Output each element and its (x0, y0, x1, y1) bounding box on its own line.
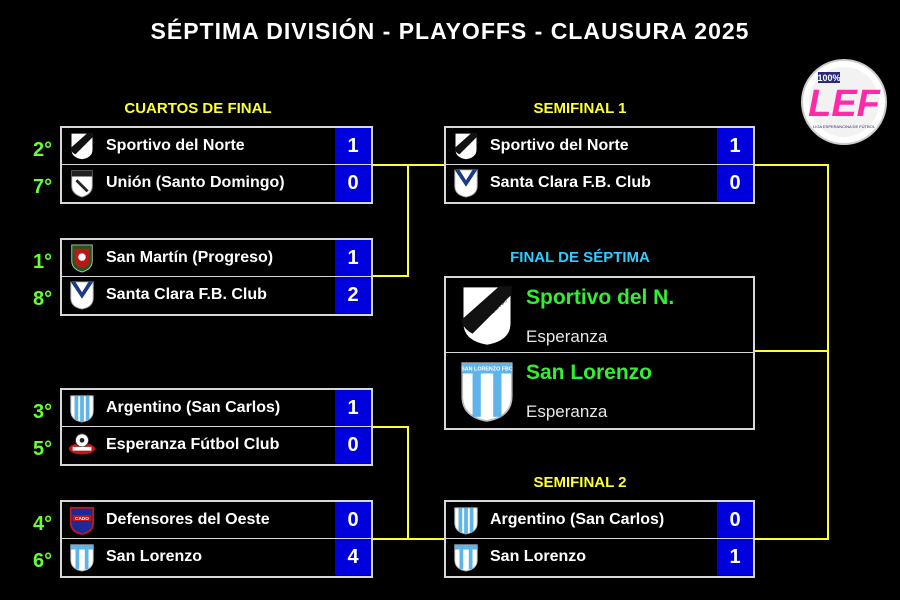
team-row: Unión (Santo Domingo) 0 (62, 165, 371, 201)
row-divider (62, 426, 371, 427)
final-team-name: San Lorenzo (526, 361, 653, 384)
lef-logo-caption: LIGA ESPERANCINA DE FÚTBOL (813, 124, 876, 129)
team-name: Unión (Santo Domingo) (106, 174, 285, 191)
lef-logo-badge: 100% (817, 73, 840, 83)
team-score: 1 (335, 240, 371, 276)
quarterfinal-match-3[interactable]: Argentino (San Carlos) 1 Esperanza Fútbo… (60, 388, 373, 466)
team-row: San Lorenzo 4 (62, 539, 371, 575)
santa-clara-crest-icon (62, 277, 102, 313)
team-name: Esperanza Fútbol Club (106, 436, 280, 453)
team-row: Argentino (San Carlos) 1 (62, 390, 371, 426)
sportivo-crest-icon (62, 128, 102, 164)
seed-label: 6° (33, 550, 53, 572)
team-row: Argentino (San Carlos) 0 (446, 502, 753, 538)
row-divider (62, 276, 371, 277)
defensores-crest-icon (62, 502, 102, 538)
final-team-venue: Esperanza (526, 327, 608, 346)
team-row: Esperanza Fútbol Club 0 (62, 427, 371, 463)
team-name: Santa Clara F.B. Club (106, 286, 267, 303)
team-score: 4 (335, 539, 371, 575)
seed-label: 2° (33, 139, 53, 161)
argentino-crest-icon (62, 390, 102, 426)
semifinal-match-1[interactable]: Sportivo del Norte 1 Santa Clara F.B. Cl… (444, 126, 755, 204)
semifinal-match-2[interactable]: Argentino (San Carlos) 0 San Lorenzo 1 (444, 500, 755, 578)
crest-text: SAN LORENZO FBC (461, 367, 513, 373)
team-score: 0 (335, 165, 371, 201)
quarterfinal-match-1[interactable]: Sportivo del Norte 1 Unión (Santo Doming… (60, 126, 373, 204)
team-row: San Martín (Progreso) 1 (62, 240, 371, 276)
section-semifinal-1: SEMIFINAL 1 (533, 100, 627, 117)
page-title: SÉPTIMA DIVISIÓN - PLAYOFFS - CLAUSURA 2… (150, 18, 750, 44)
team-name: Defensores del Oeste (106, 511, 270, 528)
team-score: 1 (335, 128, 371, 164)
team-score: 2 (335, 277, 371, 313)
san-lorenzo-crest-icon: SAN LORENZO FBC (461, 362, 513, 422)
final-team-name: Sportivo del N. (526, 286, 675, 309)
team-row: Sportivo del Norte 1 (446, 128, 753, 164)
row-divider (446, 164, 753, 165)
union-crest-icon (62, 165, 102, 201)
final-team-venue: Esperanza (526, 402, 608, 421)
team-score: 0 (335, 427, 371, 463)
team-row: Defensores del Oeste 0 (62, 502, 371, 538)
final-match[interactable]: Sportivo del Norte FBC Sportivo del N. E… (444, 276, 755, 430)
row-divider (446, 538, 753, 539)
team-name: Argentino (San Carlos) (490, 511, 665, 528)
row-divider (62, 164, 371, 165)
sportivo-crest-icon (446, 128, 486, 164)
team-name: Santa Clara F.B. Club (490, 174, 651, 191)
team-name: Argentino (San Carlos) (106, 399, 281, 416)
argentino-crest-icon (446, 502, 486, 538)
seed-label: 3° (33, 401, 53, 423)
san-lorenzo-crest-icon (62, 539, 102, 575)
row-divider (446, 352, 753, 353)
seed-label: 4° (33, 513, 53, 535)
seed-label: 8° (33, 288, 53, 310)
team-score: 1 (717, 128, 753, 164)
lef-logo: LEF 100% LIGA ESPERANCINA DE FÚTBOL (800, 58, 888, 146)
team-row: Santa Clara F.B. Club 2 (62, 277, 371, 313)
team-score: 0 (717, 502, 753, 538)
section-semifinal-2: SEMIFINAL 2 (533, 474, 627, 491)
san-lorenzo-crest-icon (446, 539, 486, 575)
team-row: Santa Clara F.B. Club 0 (446, 165, 753, 201)
row-divider (62, 538, 371, 539)
final-team-row: SAN LORENZO FBC San Lorenzo Esperanza (446, 353, 753, 427)
sportivo-crest-icon: Sportivo del Norte FBC (461, 284, 513, 348)
team-score: 1 (335, 390, 371, 426)
team-row: Sportivo del Norte 1 (62, 128, 371, 164)
esperanza-crest-icon (62, 427, 102, 463)
santa-clara-crest-icon (446, 165, 486, 201)
seed-label: 1° (33, 251, 53, 273)
section-quarterfinals: CUARTOS DE FINAL (124, 100, 272, 117)
team-name: San Lorenzo (106, 548, 203, 565)
team-name: San Martín (Progreso) (106, 249, 274, 266)
lef-logo-text: LEF (808, 83, 882, 125)
team-score: 0 (717, 165, 753, 201)
team-row: San Lorenzo 1 (446, 539, 753, 575)
san-martin-crest-icon (62, 240, 102, 276)
seed-label: 5° (33, 438, 53, 460)
section-final: FINAL DE SÉPTIMA (510, 249, 650, 266)
seed-label: 7° (33, 176, 53, 198)
team-score: 0 (335, 502, 371, 538)
quarterfinal-match-2[interactable]: San Martín (Progreso) 1 Santa Clara F.B.… (60, 238, 373, 316)
final-team-row: Sportivo del Norte FBC Sportivo del N. E… (446, 278, 753, 352)
team-name: Sportivo del Norte (490, 137, 629, 154)
quarterfinal-match-4[interactable]: Defensores del Oeste 0 San Lorenzo 4 (60, 500, 373, 578)
team-name: San Lorenzo (490, 548, 587, 565)
team-name: Sportivo del Norte (106, 137, 245, 154)
team-score: 1 (717, 539, 753, 575)
